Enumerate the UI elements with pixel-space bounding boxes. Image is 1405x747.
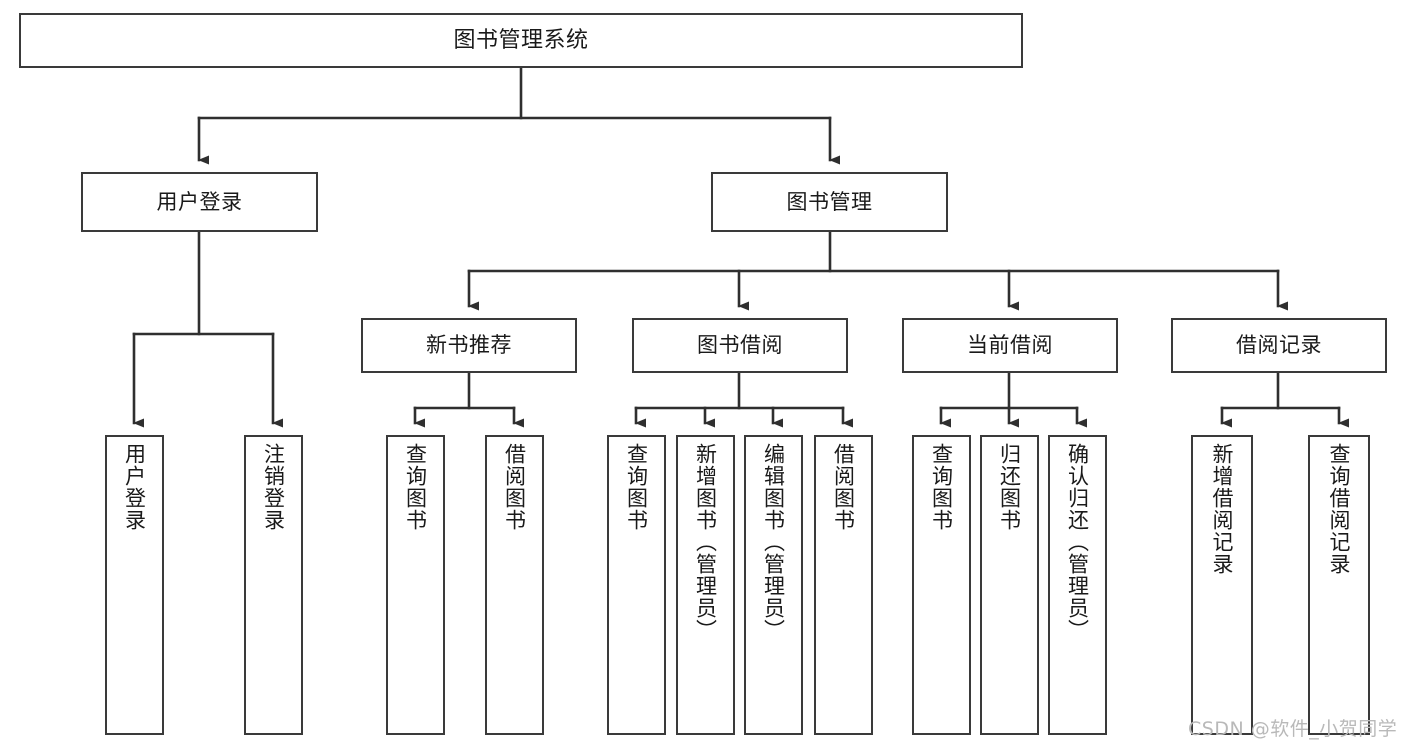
node-label: 新增图书（管理员）: [693, 443, 718, 641]
node-label: 图书管理系统: [453, 27, 589, 53]
node-label: 注销登录: [261, 443, 286, 531]
node-label: 借阅图书: [831, 443, 856, 531]
node-label: 借阅图书: [502, 443, 527, 531]
node-book-borrow[interactable]: 图书借阅: [632, 318, 848, 373]
node-label: 新书推荐: [426, 333, 512, 358]
node-leaf-user-login[interactable]: 用户登录: [105, 435, 164, 735]
node-leaf-logout[interactable]: 注销登录: [244, 435, 303, 735]
node-label: 新增借阅记录: [1210, 443, 1235, 575]
node-book-manage[interactable]: 图书管理: [711, 172, 948, 232]
node-leaf-edit-book[interactable]: 编辑图书（管理员）: [744, 435, 803, 735]
node-borrow-record[interactable]: 借阅记录: [1171, 318, 1387, 373]
node-leaf-query-book-c[interactable]: 查询图书: [912, 435, 971, 735]
node-label: 查询图书: [403, 443, 428, 531]
node-leaf-borrow-book-b[interactable]: 借阅图书: [814, 435, 873, 735]
node-label: 当前借阅: [967, 333, 1053, 358]
node-label: 确认归还（管理员）: [1065, 443, 1090, 641]
node-label: 图书管理: [786, 189, 873, 214]
node-label: 归还图书: [997, 443, 1022, 531]
node-leaf-confirm-return[interactable]: 确认归还（管理员）: [1048, 435, 1107, 735]
node-leaf-add-book[interactable]: 新增图书（管理员）: [676, 435, 735, 735]
node-user-login[interactable]: 用户登录: [81, 172, 318, 232]
node-label: 查询图书: [929, 443, 954, 531]
node-leaf-query-book-b[interactable]: 查询图书: [607, 435, 666, 735]
node-leaf-borrow-book-a[interactable]: 借阅图书: [485, 435, 544, 735]
node-new-book-recommend[interactable]: 新书推荐: [361, 318, 577, 373]
node-root-system[interactable]: 图书管理系统: [19, 13, 1023, 68]
node-label: 编辑图书（管理员）: [761, 443, 786, 641]
node-leaf-query-book-a[interactable]: 查询图书: [386, 435, 445, 735]
node-label: 查询借阅记录: [1327, 443, 1352, 575]
node-leaf-return-book[interactable]: 归还图书: [980, 435, 1039, 735]
node-label: 查询图书: [624, 443, 649, 531]
node-leaf-add-record[interactable]: 新增借阅记录: [1191, 435, 1253, 735]
node-leaf-query-record[interactable]: 查询借阅记录: [1308, 435, 1370, 735]
node-label: 图书借阅: [697, 333, 783, 358]
node-label: 借阅记录: [1236, 333, 1322, 358]
node-label: 用户登录: [122, 443, 147, 531]
node-current-borrow[interactable]: 当前借阅: [902, 318, 1118, 373]
node-label: 用户登录: [156, 189, 243, 214]
